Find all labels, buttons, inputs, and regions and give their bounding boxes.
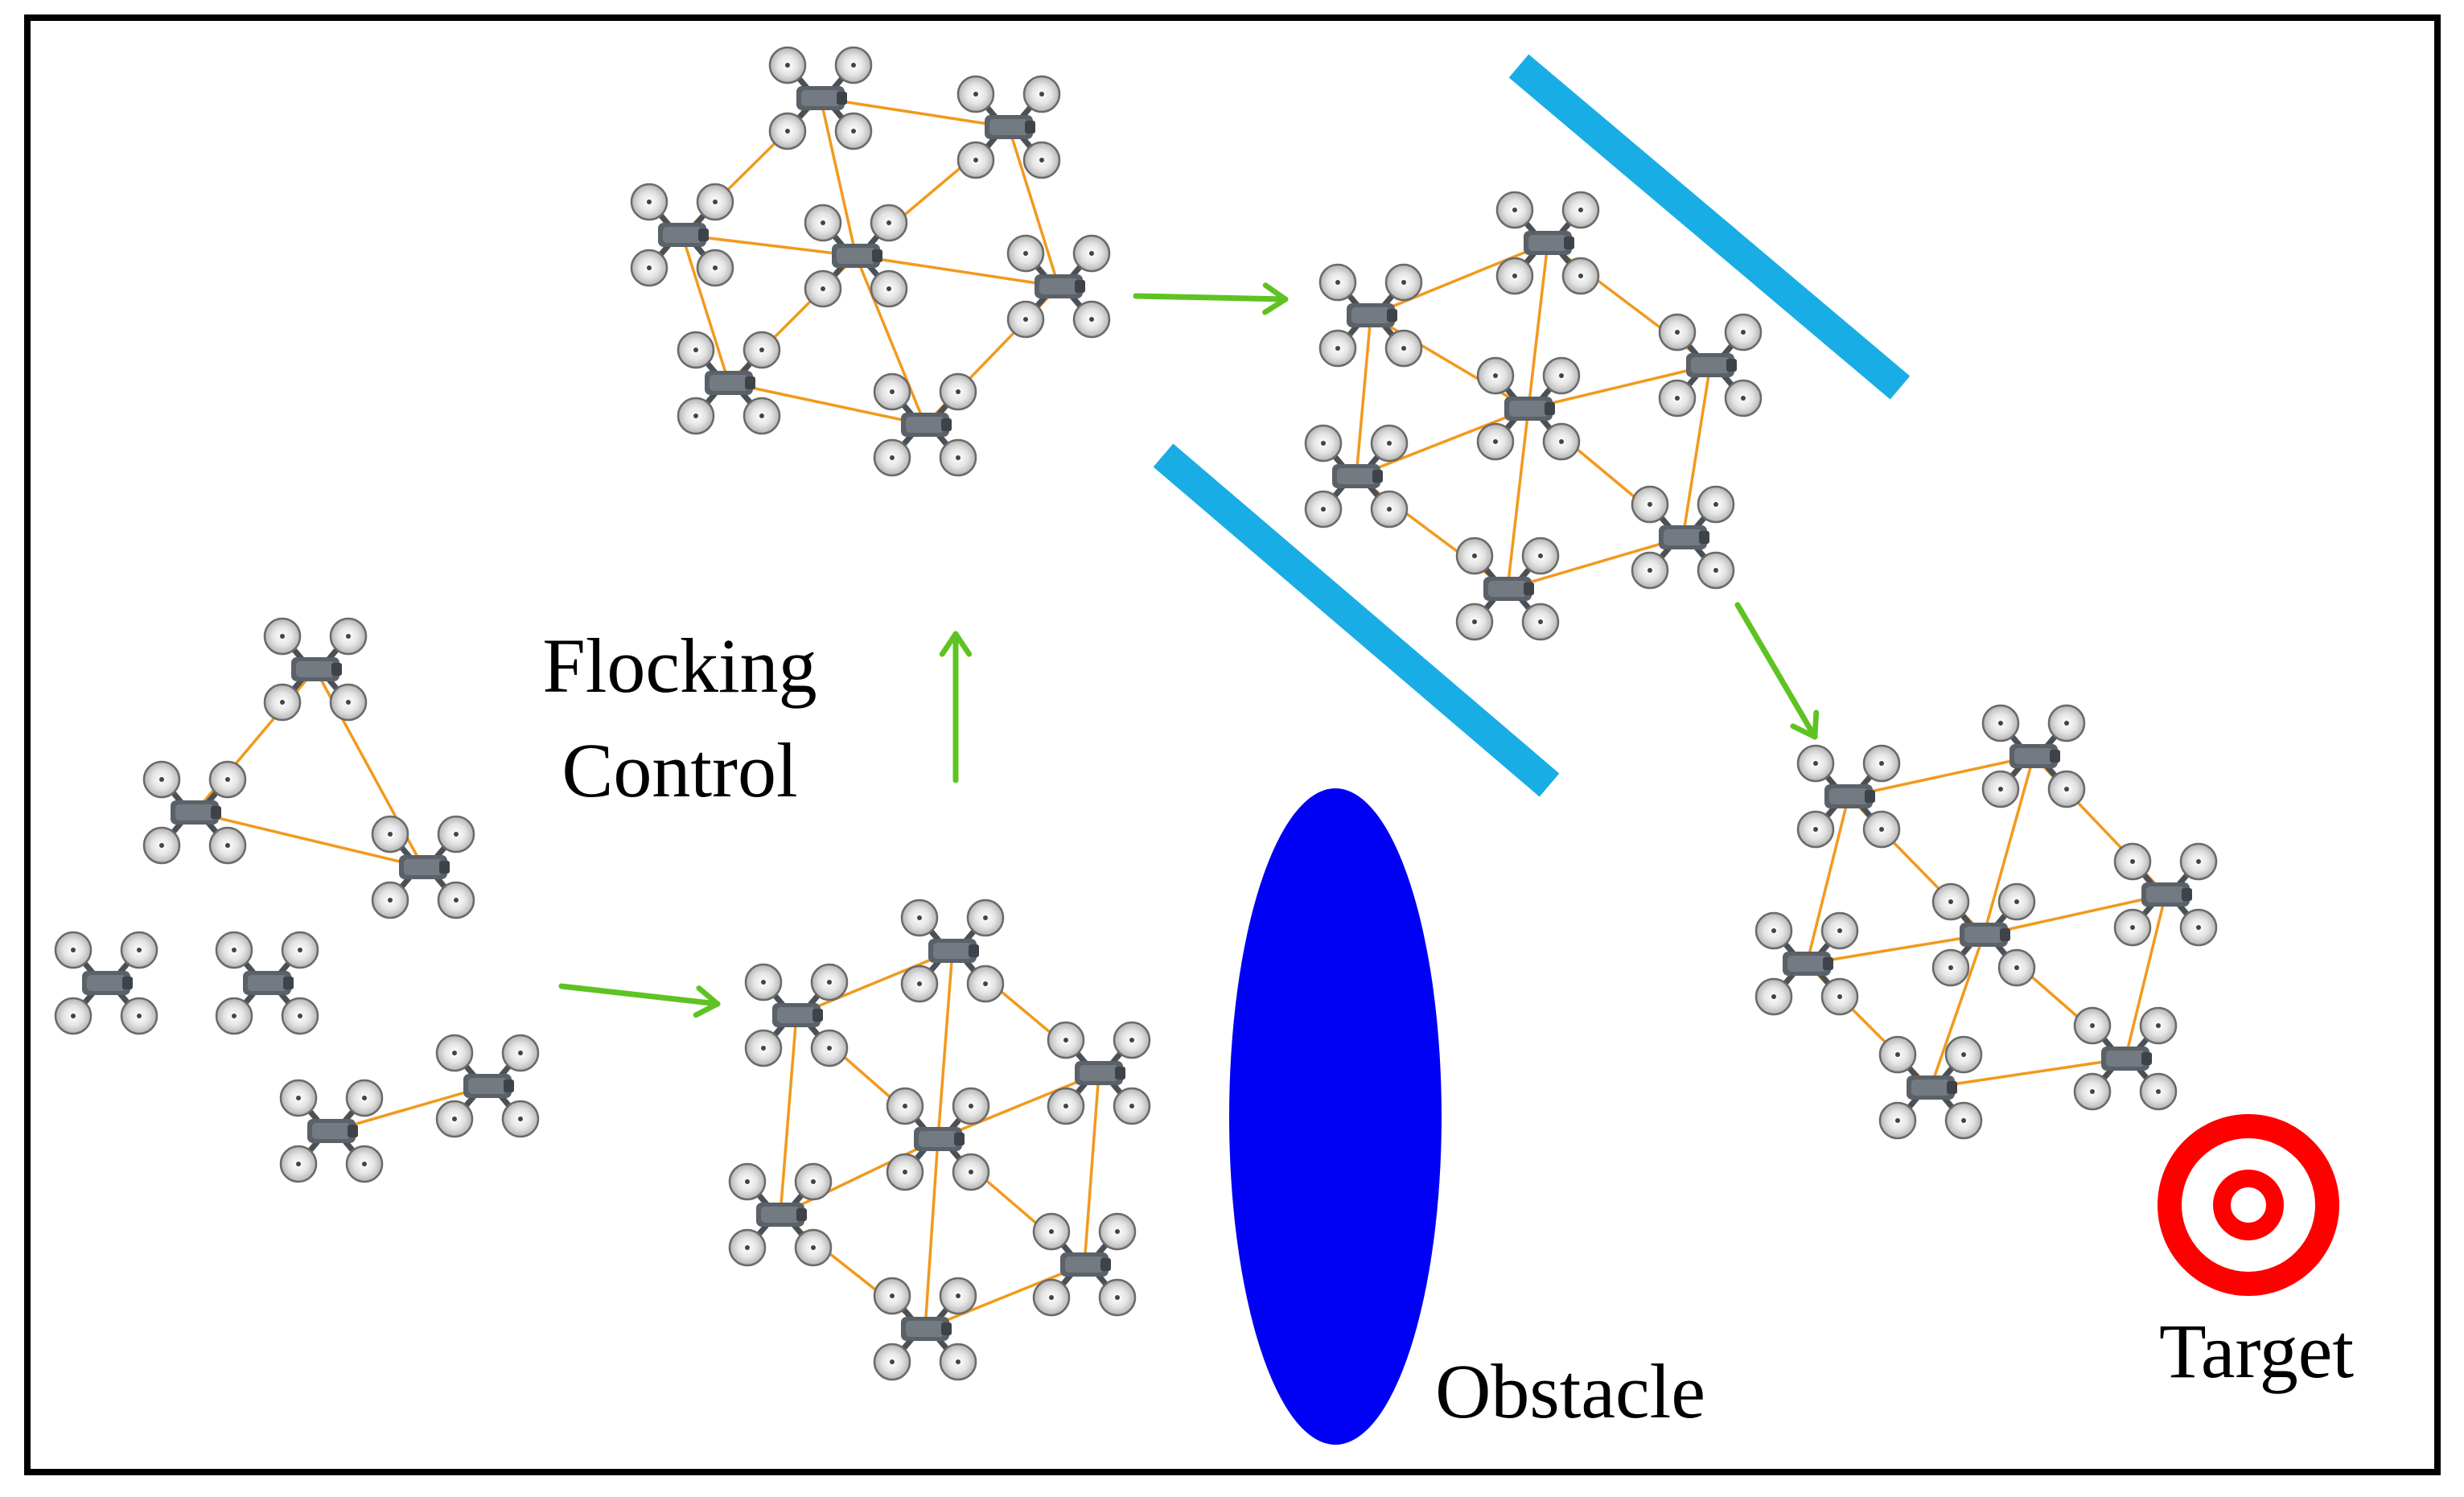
green-arrow-icon	[1734, 602, 1820, 740]
formation-right-link-10	[1929, 934, 1985, 1088]
green-arrow-icon	[558, 983, 721, 1018]
initial-triangle-link-1	[194, 811, 424, 869]
formation-bottom-link-6	[780, 1137, 939, 1216]
target-label: Target	[2159, 1308, 2354, 1394]
wall-obstacle-2	[1153, 443, 1560, 797]
formation-middle-link-10	[1506, 408, 1530, 590]
formation-bottom-link-3	[936, 950, 954, 1140]
formation-top-link-2	[819, 97, 858, 257]
target-icon	[2158, 1114, 2339, 1296]
formation-top-link-6	[855, 254, 1059, 288]
frame-border	[24, 14, 2441, 1475]
formation-top-link-0	[820, 97, 1010, 129]
wall-obstacle-1	[1508, 54, 1911, 400]
formation-right-link-2	[1982, 755, 2035, 936]
flocking-label-line1: Flocking	[542, 623, 817, 709]
formation-bottom-link-5	[779, 1014, 798, 1215]
formation-bottom-link-4	[937, 1071, 1100, 1141]
formation-middle-link-2	[1527, 242, 1549, 409]
formation-top-link-4	[1007, 126, 1060, 287]
formation-top-link-9	[854, 255, 927, 426]
formation-right-link-11	[1930, 1057, 2126, 1089]
transition-arrows	[558, 282, 1820, 1018]
formation-right-link-0	[1848, 755, 2034, 798]
formation-right-link-7	[2124, 894, 2167, 1059]
formation-middle-link-4	[1528, 364, 1711, 410]
formation-right-link-4	[1983, 893, 2166, 936]
formation-top-link-5	[681, 233, 857, 257]
formation-right-link-6	[1806, 933, 1985, 965]
formation-bottom-link-11	[924, 1263, 1085, 1330]
formation-middle-link-7	[1681, 364, 1712, 538]
formation-middle-link-5	[1355, 315, 1372, 477]
formation-middle-link-11	[1507, 536, 1684, 590]
formation-bottom-link-0	[796, 949, 953, 1017]
obstacle-label: Obstacle	[1435, 1348, 1705, 1434]
initial-pair-link-0	[331, 1084, 488, 1133]
formation-top-link-7	[681, 234, 730, 384]
formation-bottom-link-10	[923, 1138, 940, 1330]
formation-middle-link-6	[1355, 407, 1529, 478]
formation-bottom-link-7	[1083, 1072, 1100, 1265]
formation-top-link-11	[728, 381, 926, 426]
formation-right-link-5	[1805, 796, 1850, 964]
formation-middle-link-0	[1370, 241, 1549, 317]
obstacle-walls	[1153, 54, 1911, 797]
obstacle-ellipse	[1229, 788, 1442, 1445]
green-arrow-icon	[1133, 282, 1289, 315]
flocking-label-line2: Control	[561, 727, 797, 813]
